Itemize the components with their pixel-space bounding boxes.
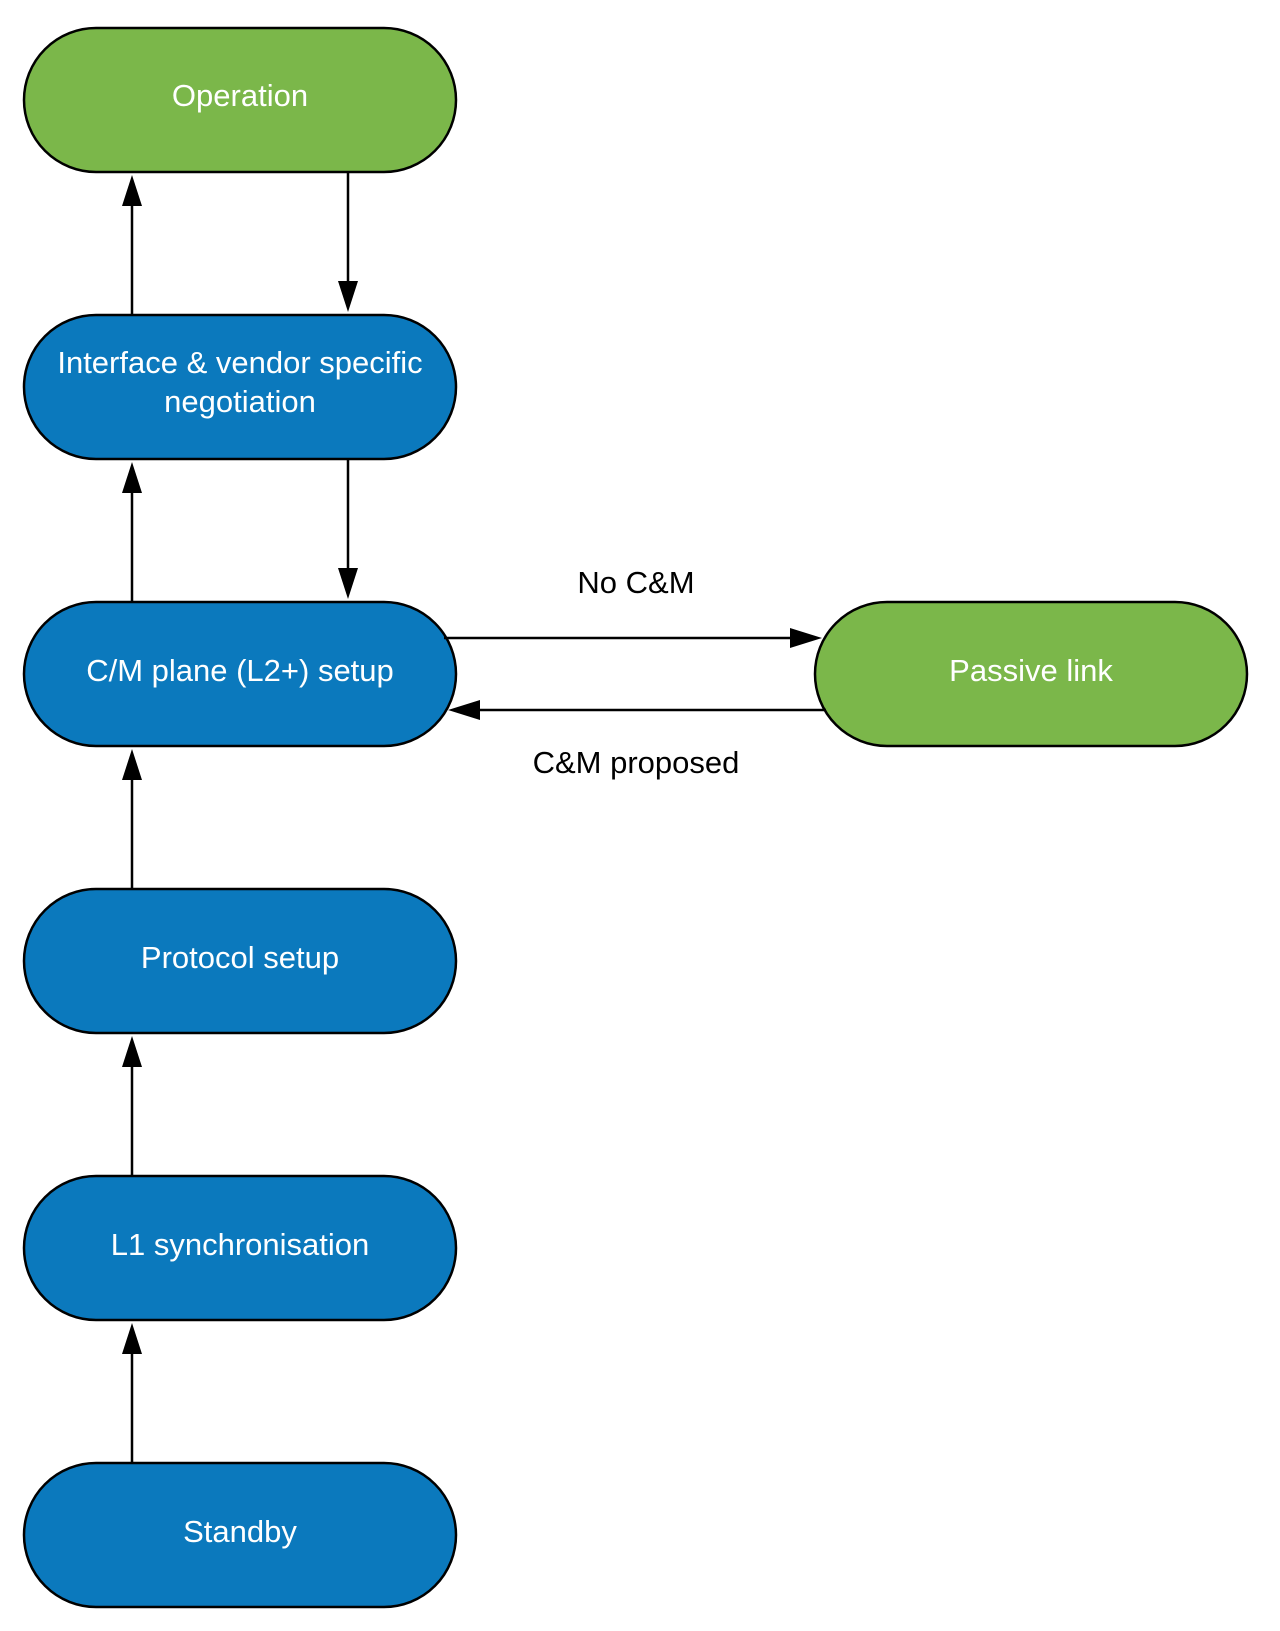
edge-passive-to-cm-arrowhead: [448, 700, 480, 720]
edge-cm-to-passive-arrowhead: [790, 628, 822, 648]
edge-interface-to-cm: [338, 459, 358, 599]
node-operation-label: Operation: [172, 78, 308, 113]
edge-protocol-to-cm-arrowhead: [122, 749, 142, 780]
node-cm-plane-setup: C/M plane (L2+) setup: [22, 600, 458, 748]
node-cm-plane-setup-shape: [22, 600, 458, 748]
node-interface-negotiation-label-line1: Interface & vendor specific: [57, 345, 422, 380]
edge-cm-to-interface-arrowhead: [122, 462, 142, 493]
node-protocol-setup-label: Protocol setup: [141, 940, 339, 975]
node-operation-shape: [22, 26, 458, 174]
edge-l1-to-protocol: [122, 1036, 142, 1176]
node-standby: Standby: [22, 1461, 458, 1609]
node-l1-synchronisation-label: L1 synchronisation: [111, 1227, 370, 1262]
edge-interface-to-operation-arrowhead: [122, 175, 142, 206]
edge-interface-to-cm-arrowhead: [338, 568, 358, 599]
node-standby-label: Standby: [183, 1514, 297, 1549]
node-passive-link: Passive link: [813, 600, 1249, 748]
edge-cm-to-passive: No C&M: [444, 565, 822, 648]
edge-no-cm-label: No C&M: [577, 565, 694, 600]
edge-operation-to-interface-arrowhead: [338, 281, 358, 312]
node-l1-synchronisation: L1 synchronisation: [22, 1174, 458, 1322]
edge-passive-to-cm: C&M proposed: [448, 700, 826, 780]
node-interface-negotiation-label-line2: negotiation: [164, 384, 316, 419]
node-passive-link-label: Passive link: [949, 653, 1113, 688]
edge-operation-to-interface: [338, 172, 358, 312]
node-passive-link-shape: [813, 600, 1249, 748]
edge-standby-to-l1: [122, 1323, 142, 1463]
node-protocol-setup: Protocol setup: [22, 887, 458, 1035]
node-l1-synchronisation-shape: [22, 1174, 458, 1322]
edge-cm-proposed-label: C&M proposed: [533, 745, 740, 780]
edge-interface-to-operation: [122, 175, 142, 315]
edge-l1-to-protocol-arrowhead: [122, 1036, 142, 1067]
node-standby-shape: [22, 1461, 458, 1609]
node-operation: Operation: [22, 26, 458, 174]
node-protocol-setup-shape: [22, 887, 458, 1035]
node-interface-negotiation-shape: [22, 313, 458, 461]
edge-cm-to-interface: [122, 462, 142, 602]
node-interface-negotiation: Interface & vendor specific negotiation: [22, 313, 458, 461]
node-cm-plane-setup-label: C/M plane (L2+) setup: [86, 653, 394, 688]
edge-protocol-to-cm: [122, 749, 142, 889]
edge-standby-to-l1-arrowhead: [122, 1323, 142, 1354]
